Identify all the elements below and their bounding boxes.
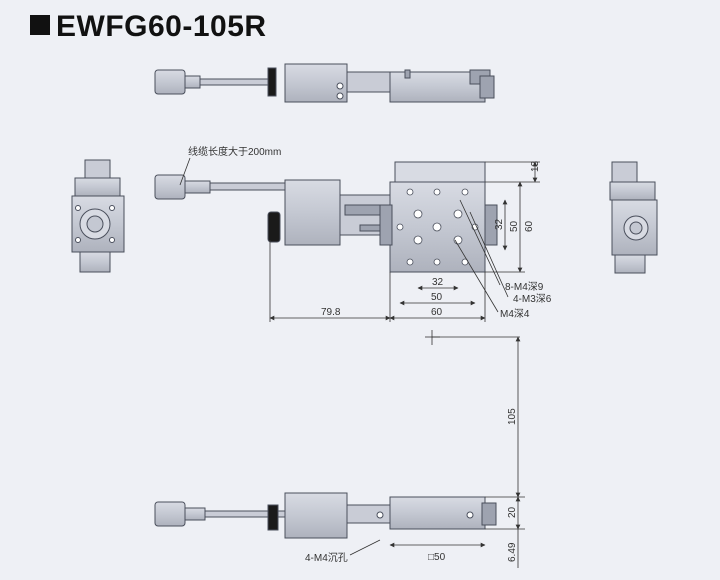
dim-105: 105 bbox=[507, 408, 518, 425]
dim-sq50: □50 bbox=[428, 552, 446, 563]
model-title: EWFG60-105R bbox=[30, 10, 267, 44]
dim-32-right: 32 bbox=[494, 218, 505, 230]
model-name: EWFG60-105R bbox=[56, 10, 267, 43]
hole-m4-label: M4深4 bbox=[500, 308, 530, 320]
right-side-view bbox=[609, 161, 658, 274]
motor-body-front bbox=[284, 179, 341, 246]
top-plate bbox=[394, 161, 486, 183]
hole-8m4-label: 8-M4深9 bbox=[505, 281, 544, 293]
dim-79-8: 79.8 bbox=[321, 307, 341, 318]
dim-20: 20 bbox=[507, 506, 518, 518]
dim-50-bottom: 50 bbox=[431, 292, 443, 303]
dim-13: 13 bbox=[530, 160, 541, 172]
motor-body-bottom bbox=[284, 492, 348, 539]
left-side-view bbox=[71, 159, 125, 273]
dim-60-right: 60 bbox=[524, 220, 535, 232]
knob-bottom bbox=[267, 504, 279, 531]
connector-plug bbox=[154, 69, 186, 95]
knob-top bbox=[267, 67, 277, 97]
dim-6-49: 6.49 bbox=[507, 542, 518, 562]
front-view bbox=[154, 161, 498, 273]
title-square-icon bbox=[30, 15, 50, 36]
dimension-lines bbox=[179, 157, 540, 568]
dim-60-bottom: 60 bbox=[431, 307, 443, 318]
dim-50-right: 50 bbox=[509, 220, 520, 232]
connector-plug-front bbox=[154, 174, 186, 200]
dimension-labels: 线缆长度大于200mm 79.8 60 50 32 13 50 60 32 10… bbox=[188, 145, 552, 564]
hole-4m4-counter-label: 4-M4沉孔 bbox=[305, 551, 348, 564]
hole-4m3-label: 4-M3深6 bbox=[513, 293, 552, 305]
dim-32-bottom: 32 bbox=[432, 277, 444, 288]
bottom-view bbox=[154, 492, 497, 539]
knob-front bbox=[267, 211, 281, 243]
top-view bbox=[154, 63, 495, 103]
cable-note: 线缆长度大于200mm bbox=[188, 145, 281, 158]
mounting-holes bbox=[396, 188, 479, 266]
